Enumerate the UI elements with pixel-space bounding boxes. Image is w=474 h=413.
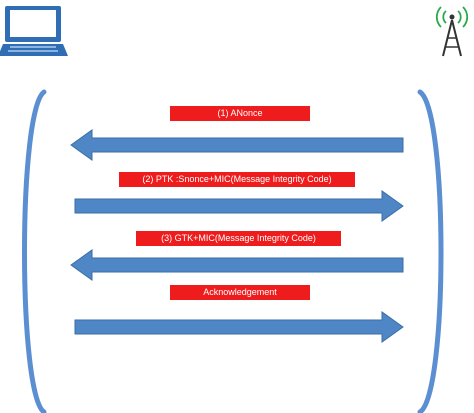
message-1-label: (1) ANonce — [170, 106, 310, 121]
right-bracket — [417, 89, 444, 413]
message-3-arrow-left — [70, 249, 404, 281]
message-2-label: (2) PTK :Snonce+MIC(Message Integrity Co… — [119, 172, 355, 187]
wireless-access-point-icon — [435, 6, 469, 57]
laptop-icon — [0, 6, 68, 56]
message-2-arrow-right — [74, 190, 404, 222]
message-1-arrow-left — [70, 129, 404, 161]
message-3-label: (3) GTK+MIC(Message Integrity Code) — [136, 231, 341, 246]
message-4-label: Acknowledgement — [170, 285, 310, 300]
message-4-arrow-right — [74, 311, 404, 343]
left-bracket — [22, 89, 47, 413]
